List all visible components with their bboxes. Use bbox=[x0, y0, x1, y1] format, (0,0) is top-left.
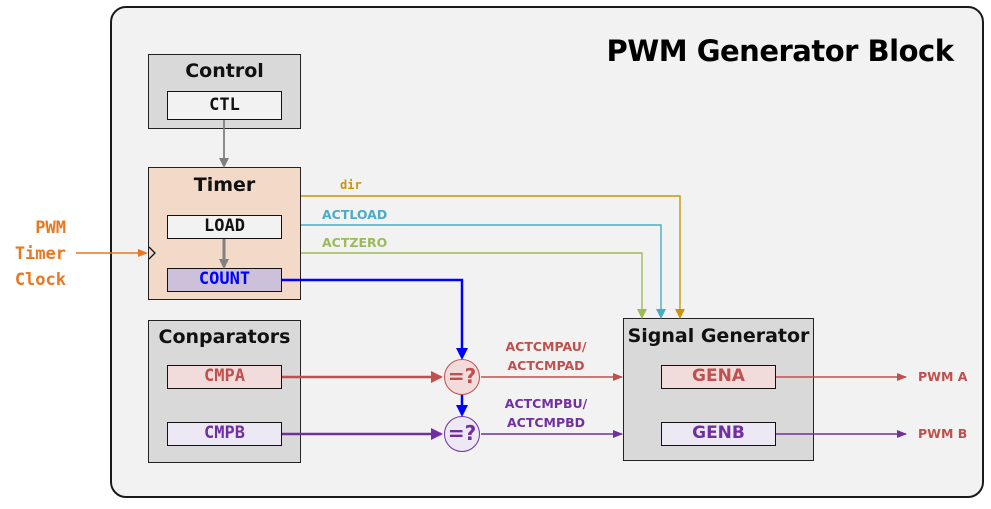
clock-label-line-3: Clock bbox=[14, 270, 66, 290]
cmpb-action-label: ACTCMPBU/ ACTCMPBD bbox=[500, 394, 592, 432]
timer-block-title: Timer bbox=[193, 174, 256, 196]
count-register: COUNT bbox=[167, 268, 282, 292]
clock-edge-symbol bbox=[148, 246, 156, 260]
cmpa-register: CMPA bbox=[167, 365, 282, 389]
cmpb-action-label-line-2: ACTCMPBD bbox=[506, 415, 586, 430]
control-block-title: Control bbox=[185, 60, 264, 82]
ctl-register: CTL bbox=[167, 91, 282, 120]
pwm-b-output-label: PWM B bbox=[918, 426, 968, 441]
count-wire bbox=[282, 278, 468, 360]
cmpb-action-label-line-1: ACTCMPBU/ bbox=[504, 396, 588, 411]
actzero-label: ACTZERO bbox=[322, 235, 388, 250]
compare-node-a: =? bbox=[444, 359, 480, 395]
gena-register: GENA bbox=[661, 365, 776, 389]
clock-label-line-1: PWM bbox=[35, 218, 66, 238]
compare-node-b: =? bbox=[444, 416, 480, 452]
comparators-block-title: Conparators bbox=[158, 326, 291, 348]
signal-generator-block-title: Signal Generator bbox=[627, 325, 810, 347]
cmpa-action-label-line-1: ACTCMPAU/ bbox=[505, 339, 587, 354]
actzero-wire bbox=[301, 252, 647, 319]
pwm-timer-clock-label: PWM Timer Clock bbox=[6, 215, 66, 293]
actload-label: ACTLOAD bbox=[322, 207, 388, 222]
cmpa-action-label: ACTCMPAU/ ACTCMPAD bbox=[500, 337, 592, 375]
pwm-a-output-label: PWM A bbox=[918, 369, 968, 384]
diagram-title: PWM Generator Block bbox=[606, 34, 954, 68]
genb-register: GENB bbox=[661, 422, 776, 446]
clock-label-line-2: Timer bbox=[14, 244, 66, 264]
actload-wire bbox=[301, 224, 666, 319]
dir-label: dir bbox=[340, 178, 362, 192]
cmpa-action-label-line-2: ACTCMPAD bbox=[507, 358, 585, 373]
signal-generator-block: Signal Generator bbox=[623, 318, 814, 461]
load-register: LOAD bbox=[167, 215, 282, 239]
dir-wire bbox=[301, 195, 685, 319]
cmpb-register: CMPB bbox=[167, 422, 282, 446]
